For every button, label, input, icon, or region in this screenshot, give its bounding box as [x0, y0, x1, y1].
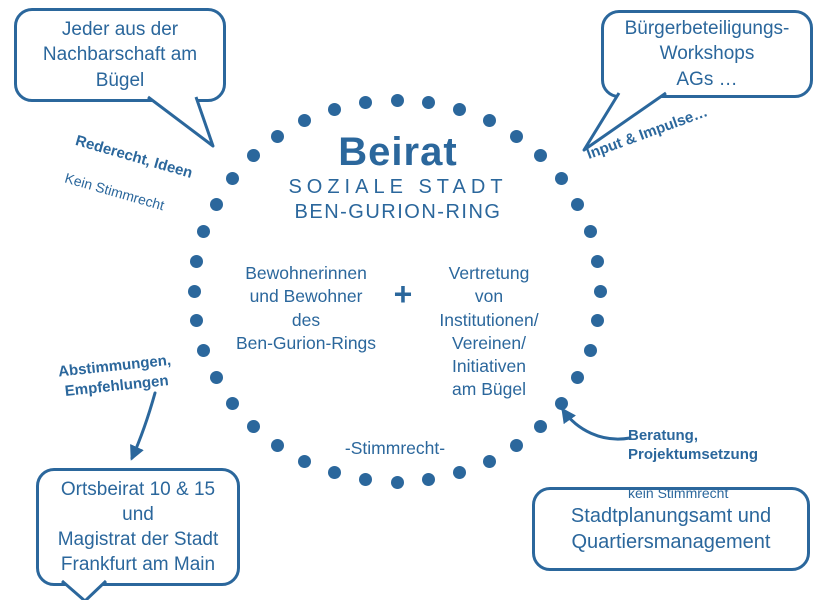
ring-dot — [271, 129, 285, 143]
ring-dot — [390, 475, 404, 489]
info-box-ortsbeirat: Ortsbeirat 10 & 15 und Magistrat der Sta… — [36, 468, 240, 586]
arrow-from-stadtplanungsamt — [561, 407, 632, 441]
ring-dot — [554, 172, 568, 186]
ring-dot — [591, 254, 604, 268]
ring-dot — [189, 254, 203, 268]
ring-dot — [390, 93, 404, 107]
ring-dot — [453, 102, 467, 116]
beirat-subtitle-ben-gurion-ring: BEN-GURION-RING — [294, 201, 502, 223]
ring-dot — [534, 419, 548, 433]
ring-dot — [358, 95, 372, 109]
ring-dot — [534, 149, 548, 163]
speech-bubble-neighbourhood-text: Jeder aus der Nachbarschaft am Bügel — [42, 19, 198, 91]
ring-dot — [591, 314, 604, 328]
label-abstimmungen-empfehlungen: Abstimmungen, Empfehlungen — [57, 351, 172, 400]
voting-right-label: -Stimmrecht- — [344, 438, 446, 458]
beirat-title: Beirat — [338, 130, 458, 174]
beirat-subtitle-soziale-stadt: SOZIALE STADT — [288, 176, 508, 198]
ring-dot — [482, 454, 496, 468]
ring-dot — [189, 314, 203, 328]
ring-dot — [571, 371, 585, 385]
ring-dot — [554, 396, 568, 410]
ring-dot — [327, 466, 341, 480]
ring-dot — [593, 284, 607, 298]
ring-dot — [571, 197, 585, 211]
ring-dot — [453, 466, 467, 480]
speech-bubble-workshops-text: Bürgerbeteiligungs- Workshops AGs … — [624, 18, 790, 90]
arrow-to-ortsbeirat — [130, 391, 157, 461]
institutions-group-text: Vertretung von Institutionen/ Vereinen/ … — [439, 263, 539, 400]
ring-dot — [226, 172, 240, 186]
plus-sign: + — [393, 276, 413, 312]
label-kein-stimmrecht: Kein Stimmrecht — [63, 169, 167, 213]
label-rederecht-ideen-bold: Rederecht, Ideen — [73, 131, 195, 182]
info-box-ortsbeirat-text: Ortsbeirat 10 & 15 und Magistrat der Sta… — [57, 478, 219, 576]
ring-dot — [197, 225, 211, 239]
ring-dot — [327, 102, 341, 116]
ring-dot — [583, 343, 597, 357]
ring-dot — [246, 419, 260, 433]
ring-dot — [422, 473, 436, 487]
label-input-impulse: Input & Impulse… — [584, 103, 710, 163]
ring-dot — [226, 396, 240, 410]
ring-dot — [298, 454, 312, 468]
ring-dot — [187, 284, 201, 298]
ring-dot — [209, 371, 223, 385]
residents-group-text: Bewohnerinnen und Bewohner des Ben-Gurio… — [235, 263, 377, 353]
ring-dot — [246, 149, 260, 163]
ring-dot — [509, 439, 523, 453]
label-beratung-bold: Beratung, Projektumsetzung — [628, 426, 759, 464]
ring-dot — [358, 473, 372, 487]
info-box-stadtplanungsamt-text: Stadtplanungsamt und Quartiersmanagement — [570, 504, 772, 553]
ring-dot — [209, 197, 223, 211]
ring-dot — [422, 95, 436, 109]
ring-dot — [509, 129, 523, 143]
label-beratung-projektumsetzung: Beratung, Projektumsetzung kein Stimmrec… — [628, 406, 788, 504]
speech-bubble-neighbourhood: Jeder aus der Nachbarschaft am Bügel — [14, 8, 226, 102]
label-kein-stimmrecht-2: kein Stimmrecht — [628, 485, 729, 501]
ring-dot — [271, 439, 285, 453]
ring-dot — [482, 114, 496, 128]
label-rederecht-ideen: Rederecht, Ideen Kein Stimmrecht — [63, 112, 238, 231]
ring-dot — [583, 225, 597, 239]
speech-bubble-workshops: Bürgerbeteiligungs- Workshops AGs … — [601, 10, 813, 98]
info-box-stadtplanungsamt: Stadtplanungsamt und Quartiersmanagement — [532, 487, 810, 571]
ring-dot — [197, 343, 211, 357]
ring-dot — [298, 114, 312, 128]
